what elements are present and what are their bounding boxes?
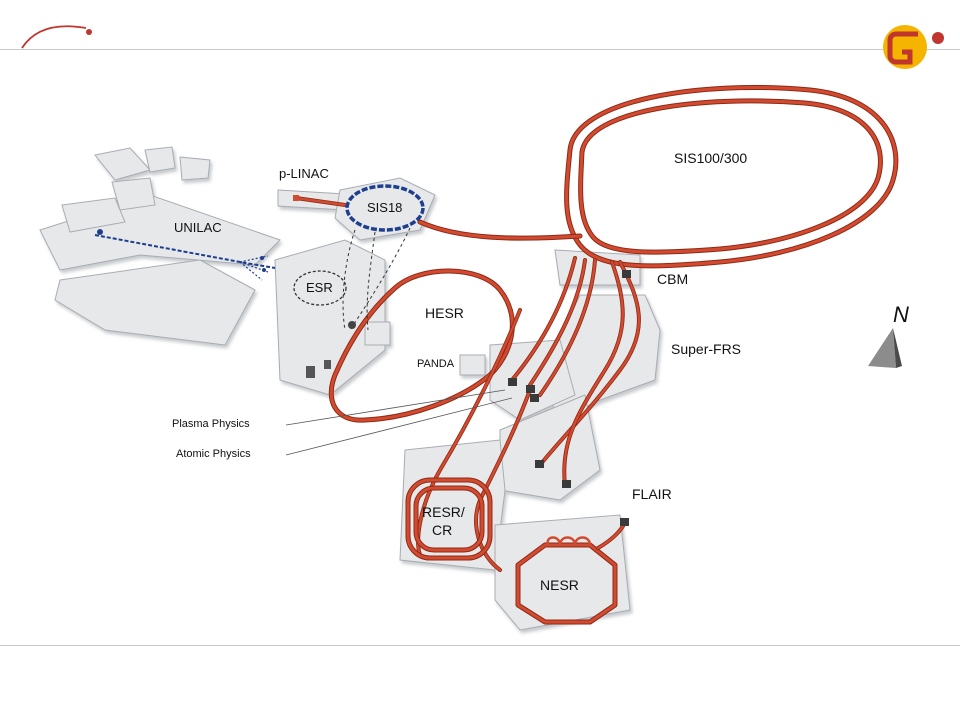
label-flair: FLAIR xyxy=(632,486,672,502)
north-label: N xyxy=(893,302,909,327)
arc-logo-icon xyxy=(21,25,92,49)
esr-ring xyxy=(293,270,356,378)
label-unilac: UNILAC xyxy=(174,220,222,235)
beamlines xyxy=(294,85,899,625)
header-rule xyxy=(0,49,960,50)
label-super-frs: Super-FRS xyxy=(671,341,741,357)
label-esr: ESR xyxy=(306,280,333,295)
label-resr-line2: CR xyxy=(432,522,452,538)
label-plinac: p-LINAC xyxy=(279,166,329,181)
label-atomic-physics: Atomic Physics xyxy=(176,448,251,460)
experiment-stations xyxy=(293,195,631,526)
label-plasma-physics: Plasma Physics xyxy=(172,418,250,430)
label-hesr: HESR xyxy=(425,305,464,321)
label-sis18: SIS18 xyxy=(367,200,402,215)
label-panda: PANDA xyxy=(417,358,455,370)
sis18-ring xyxy=(342,184,425,331)
gsi-logo-icon xyxy=(883,25,944,69)
label-resr-line1: RESR/ xyxy=(422,504,465,520)
label-cbm: CBM xyxy=(657,271,688,287)
footer-rule xyxy=(0,645,960,646)
label-sis100-300: SIS100/300 xyxy=(674,150,747,166)
label-nesr: NESR xyxy=(540,577,579,593)
unilac-linac xyxy=(94,229,276,281)
north-arrow-icon: N xyxy=(868,302,909,368)
pointer-lines xyxy=(285,389,513,456)
